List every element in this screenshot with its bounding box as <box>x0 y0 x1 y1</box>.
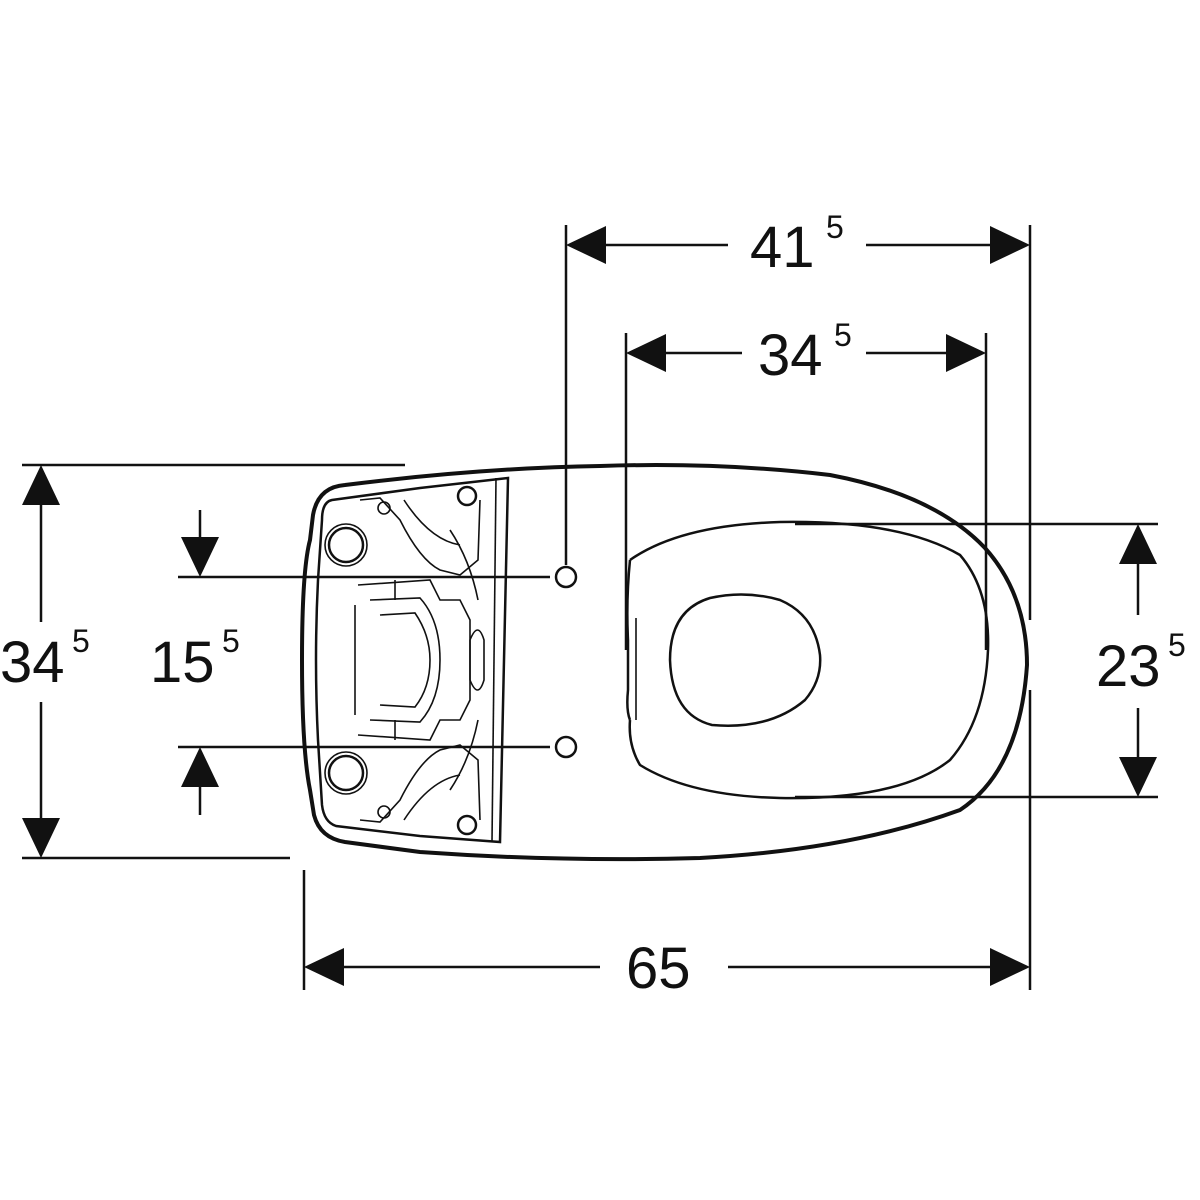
toilet-outline <box>299 463 1030 862</box>
dim-23-5-main: 23 <box>1096 634 1161 699</box>
dim-34-5-seat-main: 34 <box>758 323 823 388</box>
fixing-hole-bottom <box>554 735 578 759</box>
corner-hole-bottom-left <box>327 754 365 792</box>
dimension-overall-length: 65 <box>302 870 1030 1001</box>
seat-opening <box>668 593 822 727</box>
dimension-fixing-to-front: 41 5 <box>564 209 1032 990</box>
seat-outline <box>628 520 990 800</box>
dim-34-5-width-main: 34 <box>0 630 65 695</box>
mounting-plate <box>314 476 510 844</box>
corner-hole-top-right <box>456 485 478 507</box>
dim-23-5-sup: 5 <box>1168 627 1186 663</box>
dimension-overall-width: 34 5 <box>0 463 405 860</box>
dim-34-5-seat-sup: 5 <box>834 317 852 353</box>
dim-34-5-width-sup: 5 <box>72 623 90 659</box>
corner-hole-top-left <box>327 526 365 564</box>
toilet-body-outline <box>299 463 1030 862</box>
dimension-seat-opening-width: 23 5 <box>795 522 1186 799</box>
dim-15-5-main: 15 <box>150 630 215 695</box>
dim-41-5-sup: 5 <box>826 209 844 245</box>
dimension-seat-length: 34 5 <box>624 317 988 650</box>
dimension-fixing-spacing: 15 5 <box>150 510 550 815</box>
dim-15-5-sup: 5 <box>222 623 240 659</box>
dim-65-main: 65 <box>626 936 691 1001</box>
fixing-hole-top <box>554 565 578 589</box>
inner-mechanism <box>354 497 485 823</box>
dim-41-5-main: 41 <box>750 215 815 280</box>
corner-hole-bottom-right <box>456 814 478 836</box>
